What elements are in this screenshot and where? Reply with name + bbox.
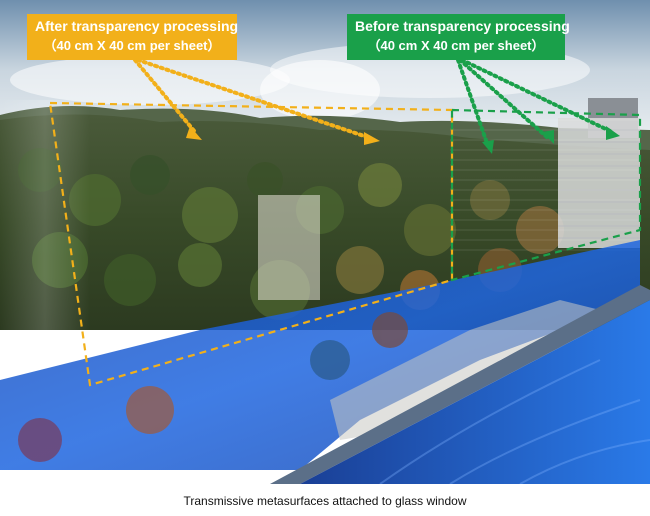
after-processing-outline [48, 101, 454, 387]
walkway-reflection [330, 300, 600, 440]
photo-window-view [0, 0, 650, 484]
arrowhead [364, 132, 380, 145]
after-label-line2: （40 cm X 40 cm per sheet） [43, 38, 221, 53]
sun-glow [260, 60, 380, 120]
after-processing-label: After transparency processing （40 cm X 4… [27, 14, 239, 60]
before-processing-label: Before transparency processing （40 cm X … [347, 14, 570, 60]
building-windows [558, 129, 640, 239]
arrowhead [542, 130, 554, 144]
figure-caption: Transmissive metasurfaces attached to gl… [183, 494, 467, 508]
before-label-line1: Before transparency processing [355, 18, 570, 34]
arrowhead [606, 126, 620, 140]
reflected-trees [18, 312, 408, 462]
arrowhead [186, 126, 202, 140]
after-label-line1: After transparency processing [35, 18, 239, 34]
tarp-creases [379, 359, 650, 484]
before-label-line2: （40 cm X 40 cm per sheet） [367, 38, 545, 53]
building-reflection [558, 118, 640, 248]
glass-glare-left [0, 100, 90, 400]
after-arrows [133, 58, 372, 140]
foreground-tarp [300, 300, 650, 484]
window-sill [270, 285, 650, 484]
arrowhead [482, 140, 494, 154]
glass-glare [258, 195, 320, 300]
before-arrows [456, 58, 614, 148]
